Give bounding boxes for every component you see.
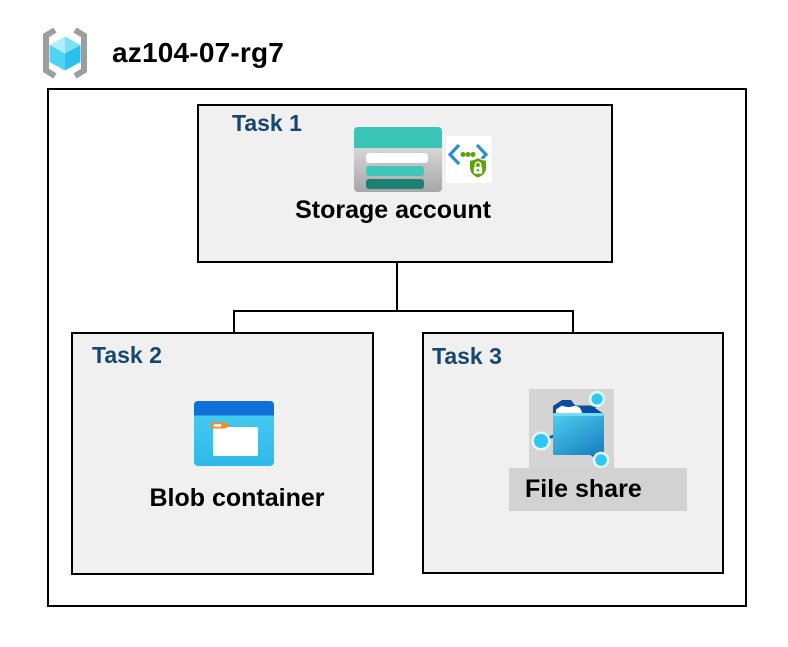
task1-label: Task 1 [232,110,302,136]
connector-branch-horizontal [233,310,574,312]
task3-label: Task 3 [432,343,502,369]
connector-storage-trunk [396,236,398,312]
file-share-icon [531,390,610,468]
blob-container-icon [194,401,274,466]
storage-account-label: Storage account [295,196,491,224]
blob-container-label: Blob container [149,484,325,512]
resource-group-icon [43,27,87,79]
file-share-highlight [529,389,614,468]
file-share-label-highlight: File share [509,468,687,511]
secure-endpoint-icon [446,136,492,183]
file-share-label: File share [525,475,642,503]
resource-group-name: az104-07-rg7 [112,37,285,68]
storage-account-icon [354,127,442,192]
task2-label: Task 2 [92,342,162,368]
